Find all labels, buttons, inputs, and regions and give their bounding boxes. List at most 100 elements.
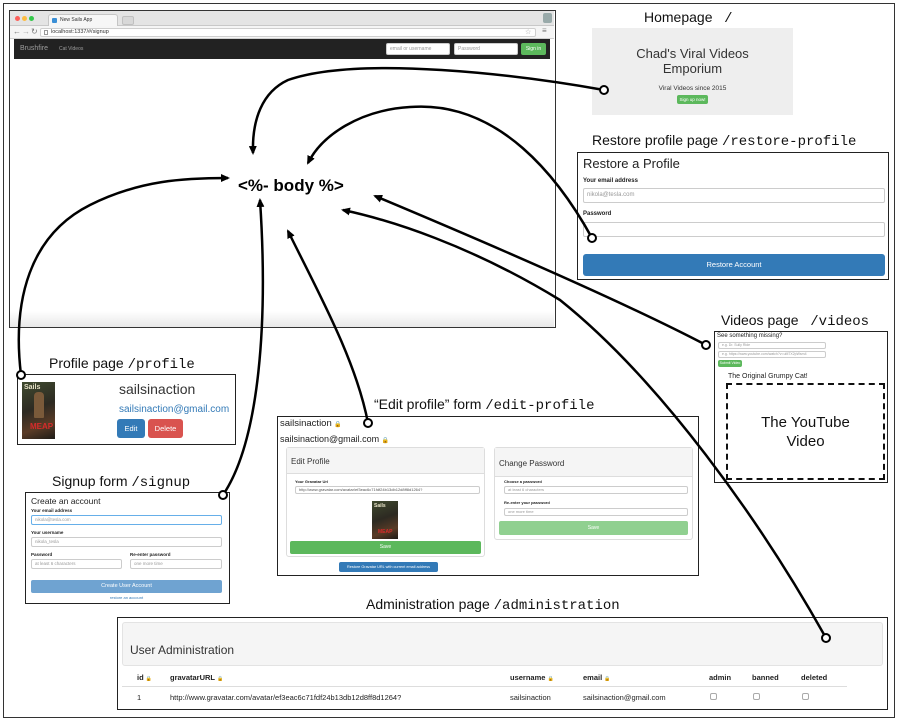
browser-window: New Sails App ← → ↻ localhost:1337/#/sig… xyxy=(9,10,556,328)
row-gravatar-cell: http://www.gravatar.com/avatar/ef3eac6c7… xyxy=(170,693,402,702)
profile-delete-button[interactable]: Delete xyxy=(148,419,183,438)
signup-caption-text: Signup form xyxy=(52,473,128,489)
admin-caption: Administration page /administration xyxy=(366,596,620,614)
new-tab-button[interactable] xyxy=(122,16,134,25)
browser-titlebar: New Sails App xyxy=(10,11,554,26)
edit-profile-panel: Edit Profile Your Gravatar Url http://ww… xyxy=(286,447,485,557)
back-arrow-icon[interactable]: ← xyxy=(13,27,21,36)
bookmark-star-icon[interactable]: ☆ xyxy=(525,29,532,36)
deleted-checkbox[interactable] xyxy=(802,693,809,700)
signup-now-button[interactable]: Sign up now! xyxy=(677,95,708,104)
signup-route: /signup xyxy=(131,475,191,491)
row-id-cell: 1 xyxy=(137,693,142,702)
edit-profile-username: sailsinaction xyxy=(280,418,332,429)
signup-pane: Create an account Your email address nik… xyxy=(25,492,230,604)
gravatar-input[interactable]: http://www.gravatar.com/avatar/ef3eac6c7… xyxy=(295,486,480,494)
col-admin-header: admin xyxy=(709,673,732,682)
edit-profile-caption-text: “Edit profile” form xyxy=(374,396,482,412)
videos-caption-text: Videos page xyxy=(721,312,799,328)
navbar-password-input[interactable]: Password xyxy=(454,43,518,55)
col-id-header: id 🔒 xyxy=(137,673,152,682)
homepage-caption: Homepage / xyxy=(644,9,733,27)
signup-caption: Signup form /signup xyxy=(52,473,190,491)
lock-icon: 🔒 xyxy=(604,676,611,682)
signup-heading: Create an account xyxy=(31,496,101,506)
menu-icon[interactable]: ≡ xyxy=(542,26,547,35)
edit-profile-panel-header: Edit Profile xyxy=(287,448,484,474)
brand-link[interactable]: Brushfire xyxy=(20,45,49,52)
book-cover-meap: MEAP xyxy=(30,422,54,431)
profile-username: sailsinaction xyxy=(119,381,196,397)
signup-email-input[interactable]: nikola@tesla.com xyxy=(31,515,222,525)
change-password-heading: Change Password xyxy=(499,459,565,468)
close-dot-icon[interactable] xyxy=(15,16,20,21)
edit-profile-caption: “Edit profile” form /edit-profile xyxy=(374,396,594,414)
edit-profile-pane: sailsinaction 🔒 sailsinaction@gmail.com … xyxy=(277,416,699,576)
body-placeholder-label: <%- body %> xyxy=(238,176,344,195)
signup-reenter-input[interactable]: one more time xyxy=(130,559,222,569)
col-email-label: email xyxy=(583,673,603,682)
reenter-password-input[interactable]: one more time xyxy=(504,508,688,516)
admin-caption-text: Administration page xyxy=(366,596,490,612)
diagram-frame xyxy=(3,3,895,718)
maximize-dot-icon[interactable] xyxy=(29,16,34,21)
signup-reenter-label: Re-enter password xyxy=(130,552,171,557)
restore-password-label: Password xyxy=(583,211,612,217)
youtube-video-frame[interactable]: The YouTube Video xyxy=(726,383,885,480)
signin-button[interactable]: Sign in xyxy=(521,43,546,55)
restore-pane: Restore a Profile Your email address nik… xyxy=(577,152,889,280)
edit-profile-route: /edit-profile xyxy=(485,398,595,414)
restore-route: /restore-profile xyxy=(721,134,857,150)
video-title-input[interactable]: e.g. Dr. Sully Ride xyxy=(718,342,826,349)
video-title: The Original Grumpy Cat! xyxy=(728,373,808,380)
navbar-email-input[interactable]: email or username xyxy=(386,43,450,55)
minimize-dot-icon[interactable] xyxy=(22,16,27,21)
lock-icon: 🔒 xyxy=(547,676,554,682)
forward-arrow-icon[interactable]: → xyxy=(22,27,30,36)
browser-tab[interactable]: New Sails App xyxy=(48,14,118,26)
choose-password-input[interactable]: at least 6 characters xyxy=(504,486,688,494)
change-password-panel-header: Change Password xyxy=(495,448,692,477)
admin-heading: User Administration xyxy=(130,643,235,657)
browser-toolbar: ← → ↻ localhost:1337/#/signup ☆ ≡ xyxy=(10,26,554,39)
signup-password-input[interactable]: at least 6 characters xyxy=(31,559,122,569)
restore-password-input[interactable] xyxy=(583,222,885,237)
edit-profile-save-button[interactable]: Save xyxy=(290,541,481,554)
user-avatar-icon[interactable] xyxy=(543,13,552,23)
homepage-tagline: Viral Videos since 2015 xyxy=(658,85,727,92)
submit-video-button[interactable]: Submit Video xyxy=(718,360,742,367)
youtube-video-line1: The YouTube xyxy=(761,414,850,431)
create-account-button[interactable]: Create User Account xyxy=(31,580,222,593)
restore-gravatar-button[interactable]: Restore Gravatar URL with current email … xyxy=(339,562,438,572)
col-email-header: email 🔒 xyxy=(583,673,611,682)
banned-checkbox[interactable] xyxy=(753,693,760,700)
restore-email-input[interactable]: nikola@tesla.com xyxy=(583,188,885,203)
gravatar-preview-logo: Sails xyxy=(374,503,386,509)
edit-profile-username-row: sailsinaction 🔒 xyxy=(280,418,342,429)
signup-username-input[interactable]: nikola_tesla xyxy=(31,537,222,547)
change-password-save-button[interactable]: Save xyxy=(499,521,688,535)
reenter-password-label: Re-enter your password xyxy=(504,500,550,505)
homepage-caption-text: Homepage xyxy=(644,9,713,25)
restore-account-button[interactable]: Restore Account xyxy=(583,254,885,276)
col-banned-header: banned xyxy=(752,673,779,682)
address-bar[interactable]: localhost:1337/#/signup ☆ xyxy=(40,28,536,37)
admin-header-bar: User Administration xyxy=(122,622,883,666)
sails-favicon-icon xyxy=(52,18,57,23)
lock-icon: 🔒 xyxy=(216,676,224,682)
profile-edit-button[interactable]: Edit xyxy=(117,419,145,438)
col-username-label: username xyxy=(510,673,546,682)
table-row: 1 http://www.gravatar.com/avatar/ef3eac6… xyxy=(122,688,847,706)
admin-checkbox[interactable] xyxy=(710,693,717,700)
edit-profile-heading: Edit Profile xyxy=(291,457,330,466)
admin-table-header-row: id 🔒 gravatarURL 🔒 username 🔒 email 🔒 ad… xyxy=(122,667,847,687)
nav-cat-videos-link[interactable]: Cat Videos xyxy=(59,46,84,52)
videos-missing-label: See something missing? xyxy=(717,333,783,339)
video-url-input[interactable]: e.g. https://www.youtube.com/watch?v=uM7… xyxy=(718,351,826,358)
reload-icon[interactable]: ↻ xyxy=(31,27,38,36)
profile-email[interactable]: sailsinaction@gmail.com xyxy=(119,404,230,415)
youtube-video-line2: Video xyxy=(786,433,825,450)
col-gravatar-header: gravatarURL 🔒 xyxy=(170,673,223,682)
restore-account-link[interactable]: restore an account xyxy=(109,595,144,600)
profile-caption-text: Profile page xyxy=(49,355,124,371)
